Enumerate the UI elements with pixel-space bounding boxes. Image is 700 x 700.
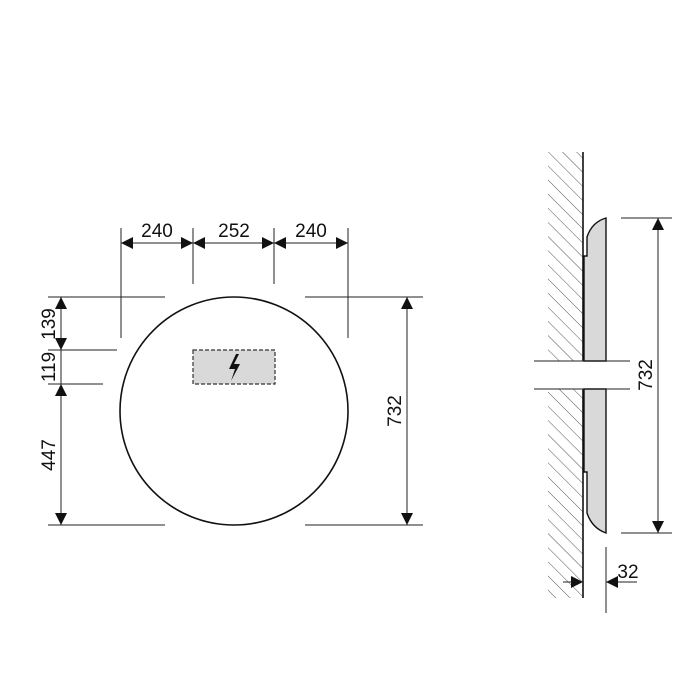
dim-right-offset: 240 <box>295 221 327 242</box>
dim-box-width: 252 <box>218 221 250 242</box>
dim-side-height: 732 <box>636 359 657 391</box>
dim-left-offset: 240 <box>141 221 173 242</box>
side-view: 732 32 <box>534 152 672 613</box>
dim-box-height: 119 <box>39 352 60 382</box>
dim-box-to-bottom: 447 <box>39 439 60 471</box>
mirror-profile <box>583 388 607 534</box>
front-view: 240 252 240 139 119 447 732 <box>39 221 423 526</box>
wall-hatching <box>548 152 583 361</box>
dim-top-to-box: 139 <box>39 308 60 340</box>
wall-hatching <box>548 389 583 598</box>
lightning-bolt-icon <box>229 354 240 381</box>
mirror-outline <box>119 296 349 526</box>
dim-depth: 32 <box>617 562 638 583</box>
mirror-profile <box>583 217 607 362</box>
dim-diameter: 732 <box>385 395 406 427</box>
